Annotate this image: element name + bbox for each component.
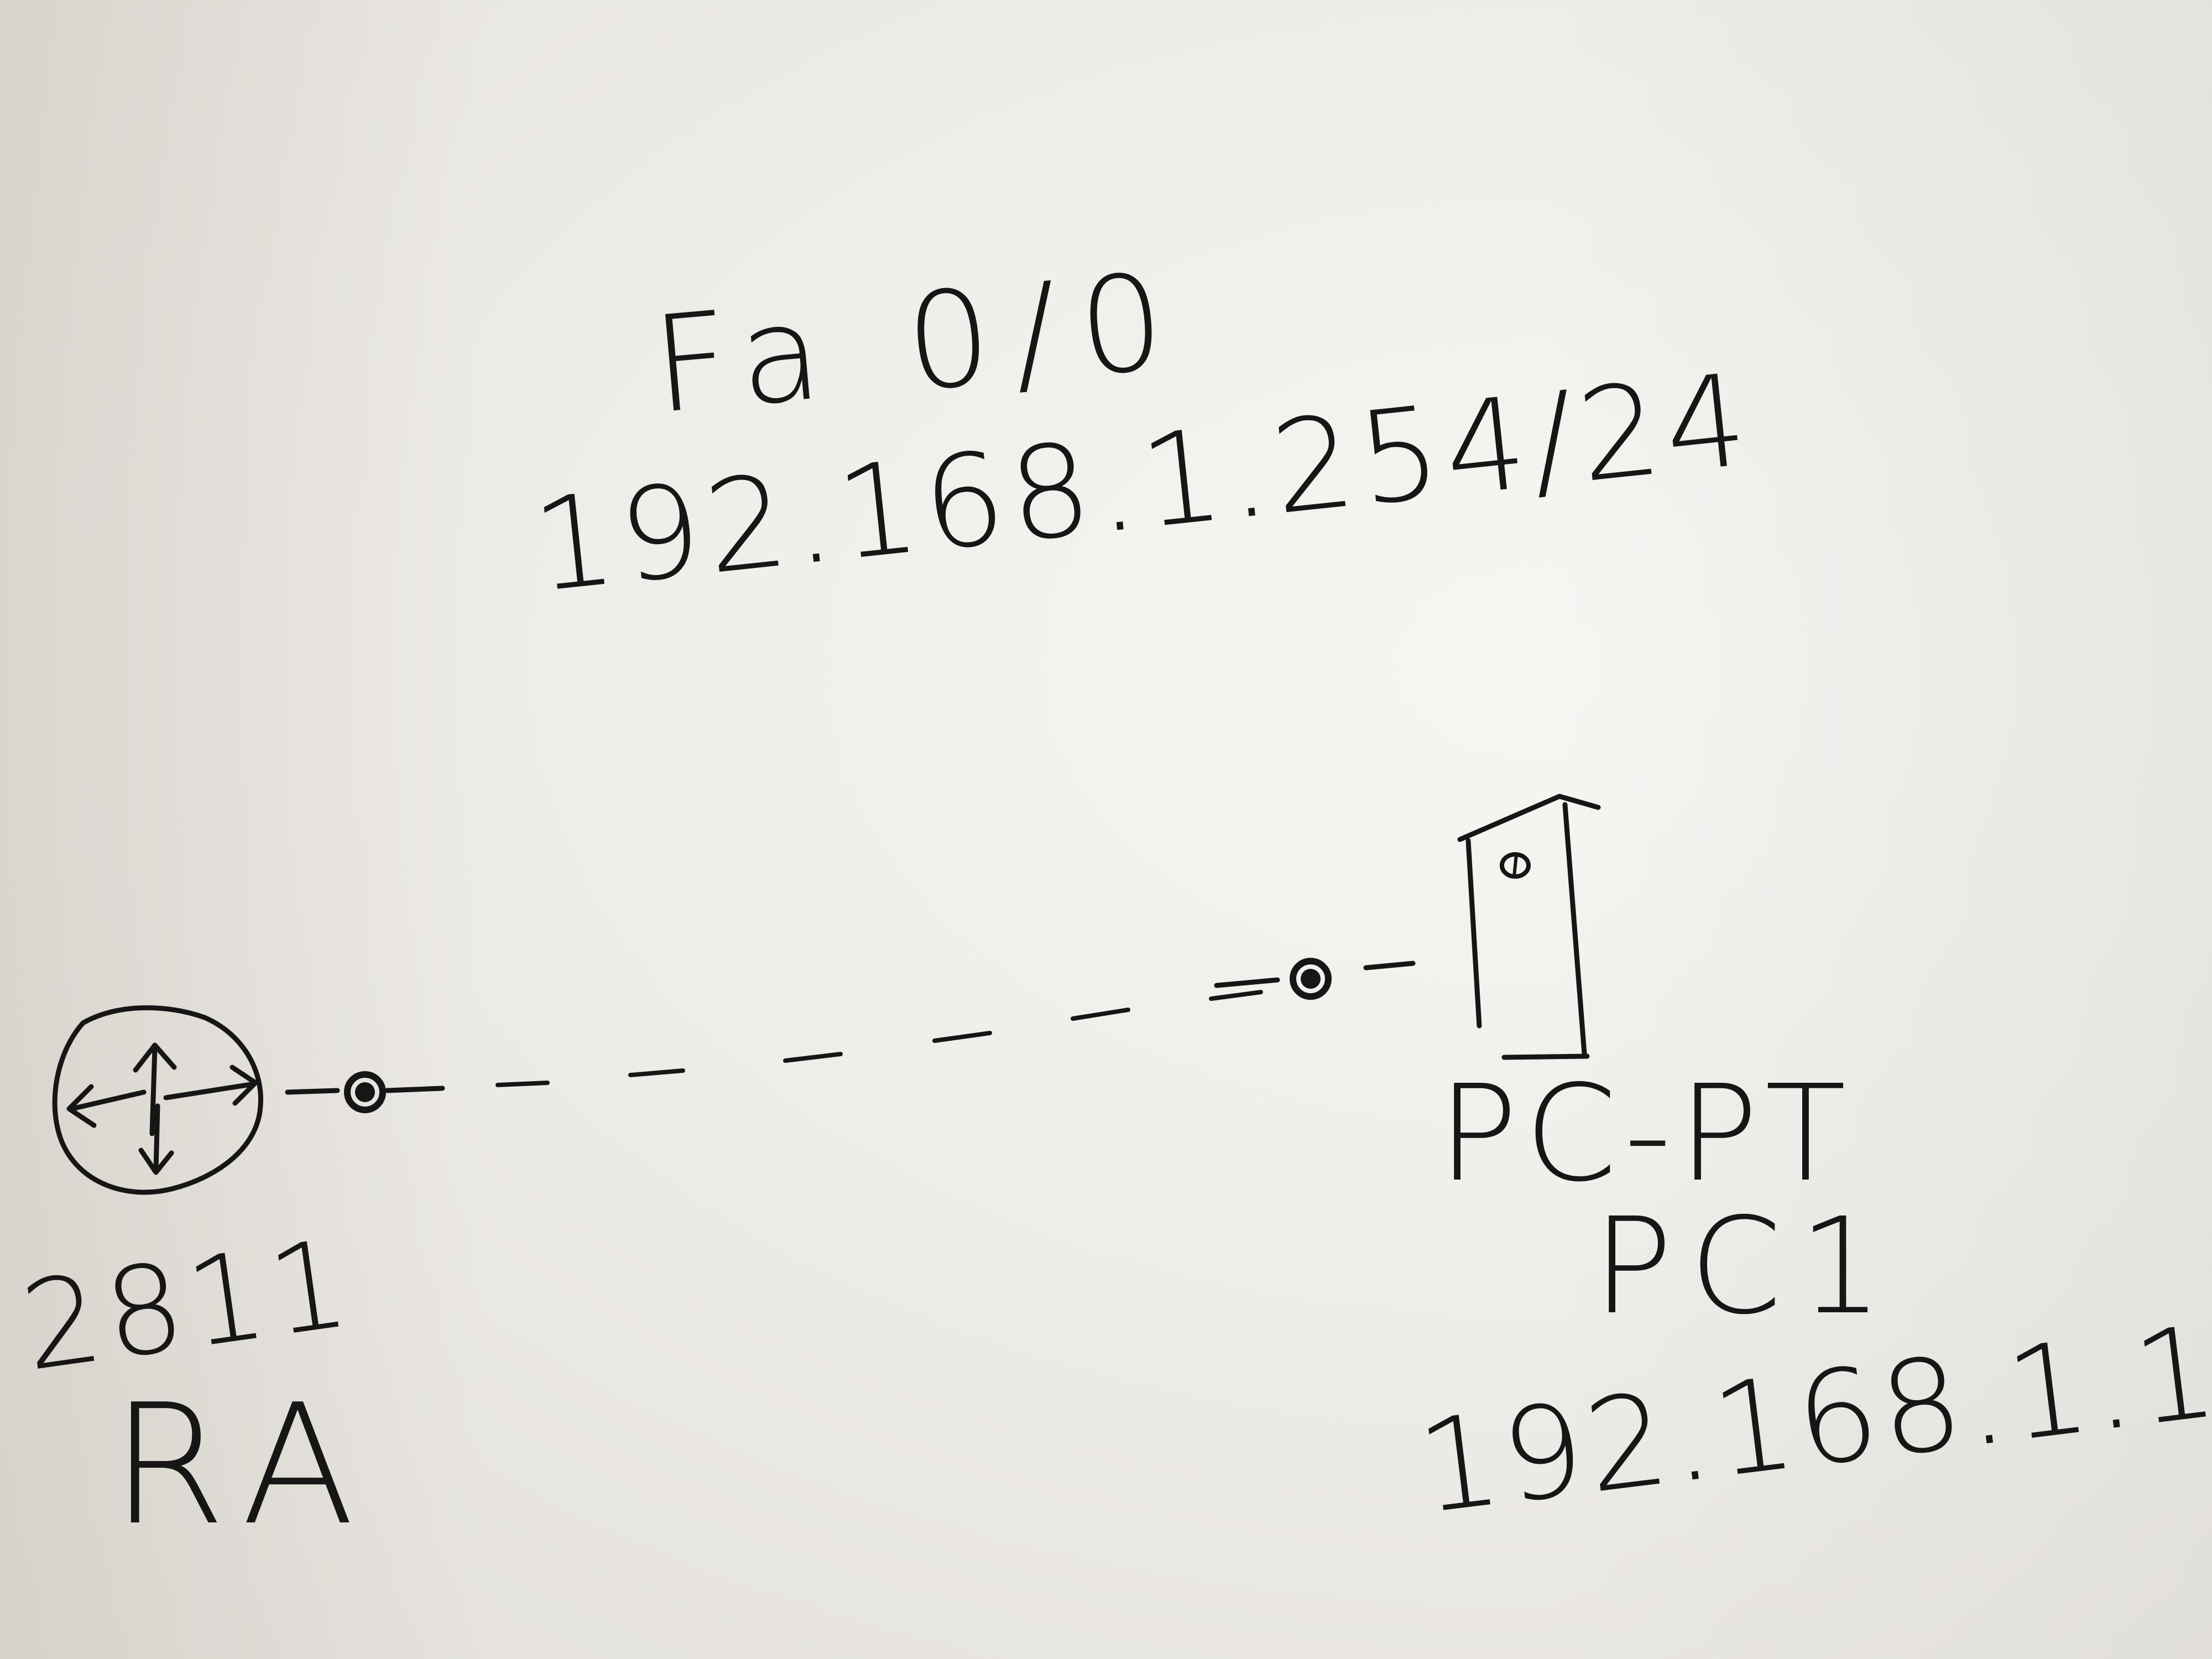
pc-tower-bottom: [1501, 1053, 1590, 1060]
pc-model-label: PC-PT: [1438, 1056, 1853, 1211]
router-arrow-down: [138, 1103, 174, 1175]
pc-tower-left-side: [1465, 838, 1482, 1029]
pc-name-label: PC1: [1593, 1189, 1900, 1344]
router-endpoint-fill: [355, 1082, 375, 1102]
router-icon: [52, 1005, 263, 1195]
pc-tower-icon: [1457, 794, 1601, 1060]
dashed-link: [495, 990, 1263, 1087]
pc-power-button-mark: [1512, 853, 1518, 878]
router-port-stub: [285, 1088, 340, 1095]
pc-endpoint: [1290, 958, 1332, 1000]
router-endpoint-tail: [384, 1086, 445, 1093]
router-arrow-left: [66, 1084, 147, 1128]
pc-tower-top: [1457, 794, 1601, 842]
pc-tower-right-side: [1562, 802, 1587, 1056]
router-outline: [52, 1005, 263, 1195]
router-arrow-up: [133, 1042, 177, 1136]
router-arrow-right: [163, 1065, 258, 1106]
pc-endpoint-lead: [1214, 977, 1280, 988]
router-endpoint: [344, 1071, 386, 1113]
pc-endpoint-fill: [1301, 969, 1321, 989]
pc-port-stub: [1363, 961, 1416, 971]
router-name-label: RA: [111, 1369, 377, 1562]
